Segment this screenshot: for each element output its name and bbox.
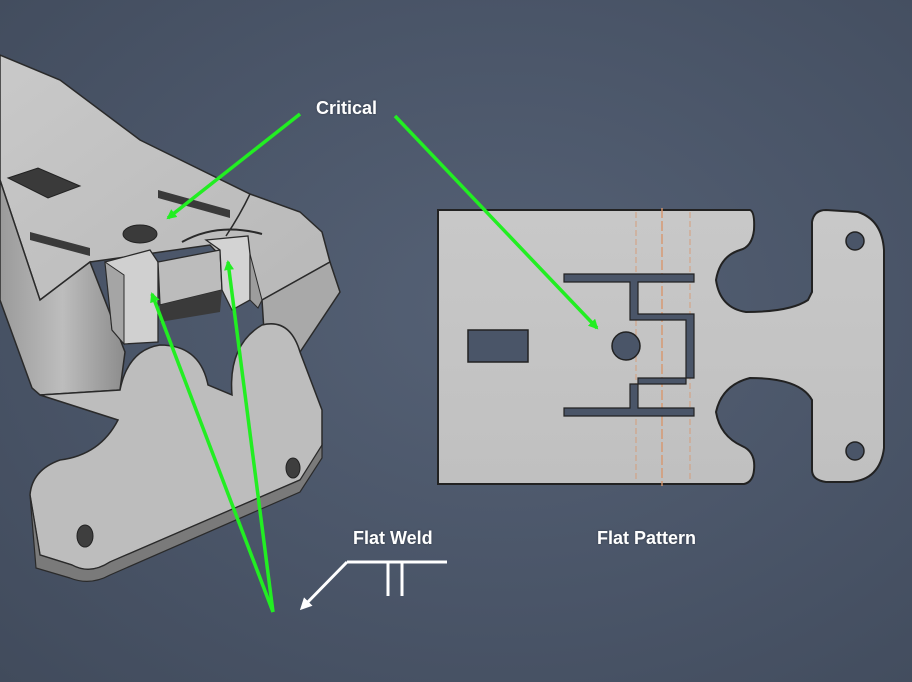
flat-weld-symbol [299,560,447,611]
flat-weld-label: Flat Weld [353,528,433,548]
critical-arrows [166,112,599,330]
flat-pattern-label: Flat Pattern [597,528,697,548]
critical-arrow-to-flat-hole [393,114,599,330]
critical-arrow-to-model-hole [166,112,302,220]
flat-pattern [437,208,885,486]
critical-label: Critical [316,98,378,118]
weld-arrow-right-tab [224,260,275,613]
weld-arrows [150,260,275,613]
3d-bracket-model [0,54,341,582]
weld-arrow-left-tab [150,292,275,613]
